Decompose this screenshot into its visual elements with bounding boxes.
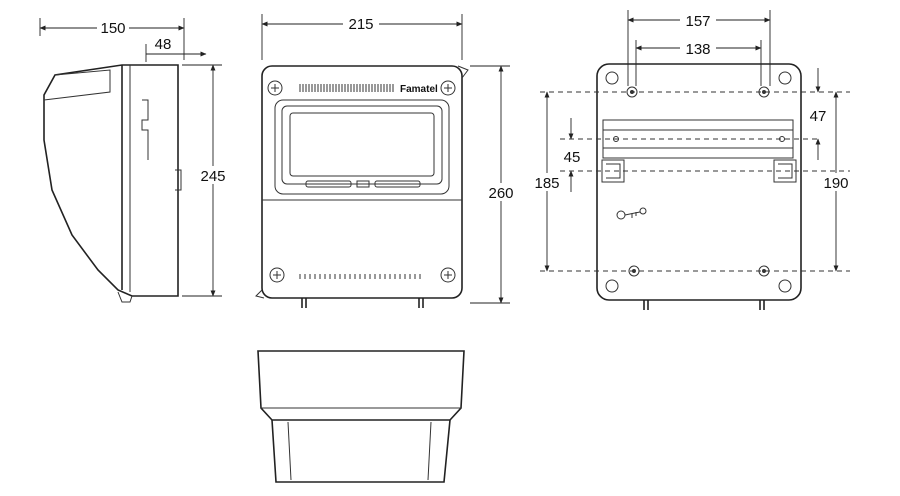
front-screw-bl: [269, 267, 285, 283]
front-view: Famatel 215 260: [255, 14, 518, 308]
side-view: 150 48 245: [39, 18, 231, 303]
front-vent-top: [299, 84, 394, 92]
brand-label: Famatel: [400, 84, 438, 95]
key-icon: [616, 207, 647, 220]
front-screw-br: [440, 267, 456, 283]
back-view: 157 138 185 45 47 190: [530, 10, 853, 310]
dim-front-width: 215: [348, 16, 373, 33]
dim-side-depth: 48: [155, 36, 172, 53]
front-screw-tr: [440, 80, 456, 96]
dim-back-width-outer: 157: [685, 13, 710, 30]
front-screw-tl: [267, 80, 283, 96]
top-view: [257, 350, 465, 483]
dim-back-height-left: 185: [534, 175, 559, 192]
dim-back-width-inner: 138: [685, 41, 710, 58]
dim-back-top-offset: 47: [810, 108, 827, 125]
dim-side-width: 150: [100, 20, 125, 37]
dim-back-height-right: 190: [823, 175, 848, 192]
front-vent-bottom: [299, 274, 421, 279]
dim-front-height: 260: [488, 185, 513, 202]
dim-back-rail-offset: 45: [564, 149, 581, 166]
dim-side-height: 245: [200, 168, 225, 185]
din-rail: [602, 119, 794, 159]
